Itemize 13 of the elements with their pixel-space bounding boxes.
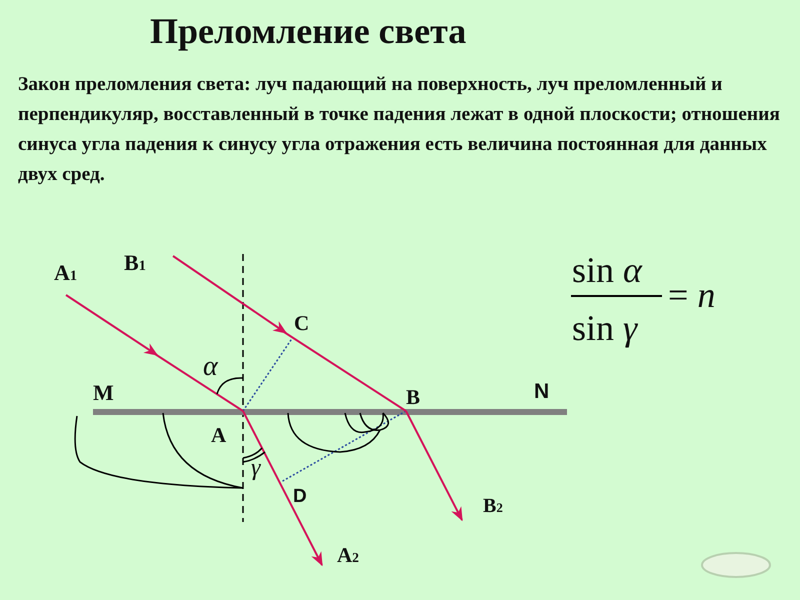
- law-text: Закон преломления света: луч падающий на поверхность, луч преломленный и перпендикуляр, восставленный в точке падения лежат в одной плоскости; отношения синуса угла падения к синусу угла отражения есть величина постоянная для данных двух сред.: [18, 73, 781, 187]
- point-label: N: [534, 381, 550, 402]
- angle-label: α: [203, 353, 218, 381]
- point-label: B: [406, 387, 420, 408]
- title: Преломление света: [150, 10, 466, 52]
- point-label: C: [294, 313, 310, 334]
- point-label: A: [211, 425, 226, 446]
- point-label: M: [93, 382, 114, 404]
- formula-result: = n: [668, 277, 716, 313]
- formula-denominator: sin γ: [572, 310, 638, 346]
- point-label: D: [293, 487, 307, 506]
- formula-numerator: sin α: [572, 252, 642, 288]
- angle-label: γ: [251, 456, 260, 480]
